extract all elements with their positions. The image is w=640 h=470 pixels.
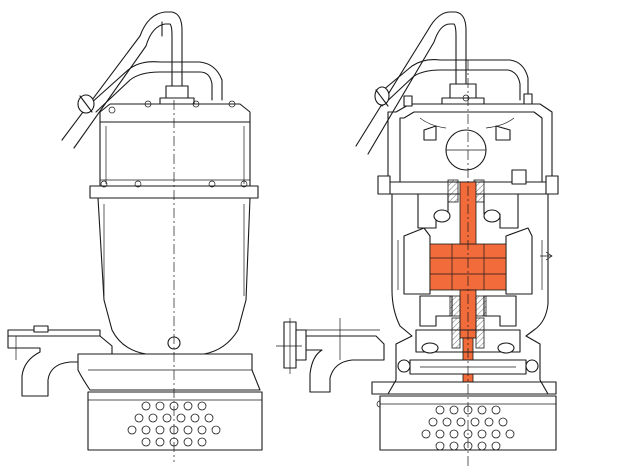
strainer-hole [183,437,193,447]
strainer-holes-section [421,405,515,451]
strainer [87,391,263,451]
motor-top-cover [99,103,251,123]
strainer-hole [484,417,494,427]
strainer-hole [183,425,193,435]
strainer-hole [491,441,501,451]
strainer-hole [491,429,501,439]
strainer-hole [148,413,158,423]
strainer-hole [134,413,144,423]
discharge-section [276,318,385,393]
pump-base [77,353,261,391]
strainer-hole [204,413,214,423]
cable-pipe [61,11,223,149]
strainer-hole [449,405,459,415]
strainer-hole [435,405,445,415]
oil-chamber [415,329,521,353]
strainer-hole [456,417,466,427]
mechanical-seal-left [451,317,461,349]
strainer-hole [141,437,151,447]
cable-pipe-section [355,11,529,155]
strainer-hole [421,429,431,439]
strainer-hole [211,425,221,435]
strainer-holes [127,401,221,447]
strainer-hole [449,441,459,451]
strainer-hole [197,437,207,447]
strainer-hole [176,413,186,423]
external-view [7,11,263,462]
strainer-hole [197,401,207,411]
strainer-hole [155,425,165,435]
strainer-hole [197,425,207,435]
outer-casing-section [387,103,553,395]
strainer-hole [183,401,193,411]
strainer-hole [127,425,137,435]
strainer-hole [141,401,151,411]
strainer-hole [162,413,172,423]
motor-housing [99,121,251,187]
strainer-hole [155,401,165,411]
cable-gland [165,85,189,99]
strainer-hole [442,417,452,427]
strainer-hole [470,417,480,427]
strainer-hole [491,405,501,415]
strainer-hole [155,437,165,447]
lower-bearing-left [449,295,461,317]
strainer-hole [428,417,438,427]
strainer-hole [435,441,445,451]
strainer-hole [498,417,508,427]
lower-bearing-right [475,295,487,317]
strainer-hole [449,429,459,439]
strainer-hole [477,405,487,415]
strainer-hole [477,429,487,439]
cross-section-view [276,11,559,466]
strainer-hole [141,425,151,435]
volute-base [371,381,557,395]
discharge-elbow [7,325,113,397]
strainer-hole [190,413,200,423]
mechanical-seal-right [475,317,485,349]
stator-housing-left [403,227,431,295]
stator-housing-right [505,227,533,295]
upper-bearing-left [447,179,459,203]
strainer-hole [477,441,487,451]
strainer-hole [435,429,445,439]
strainer-hole [505,429,515,439]
